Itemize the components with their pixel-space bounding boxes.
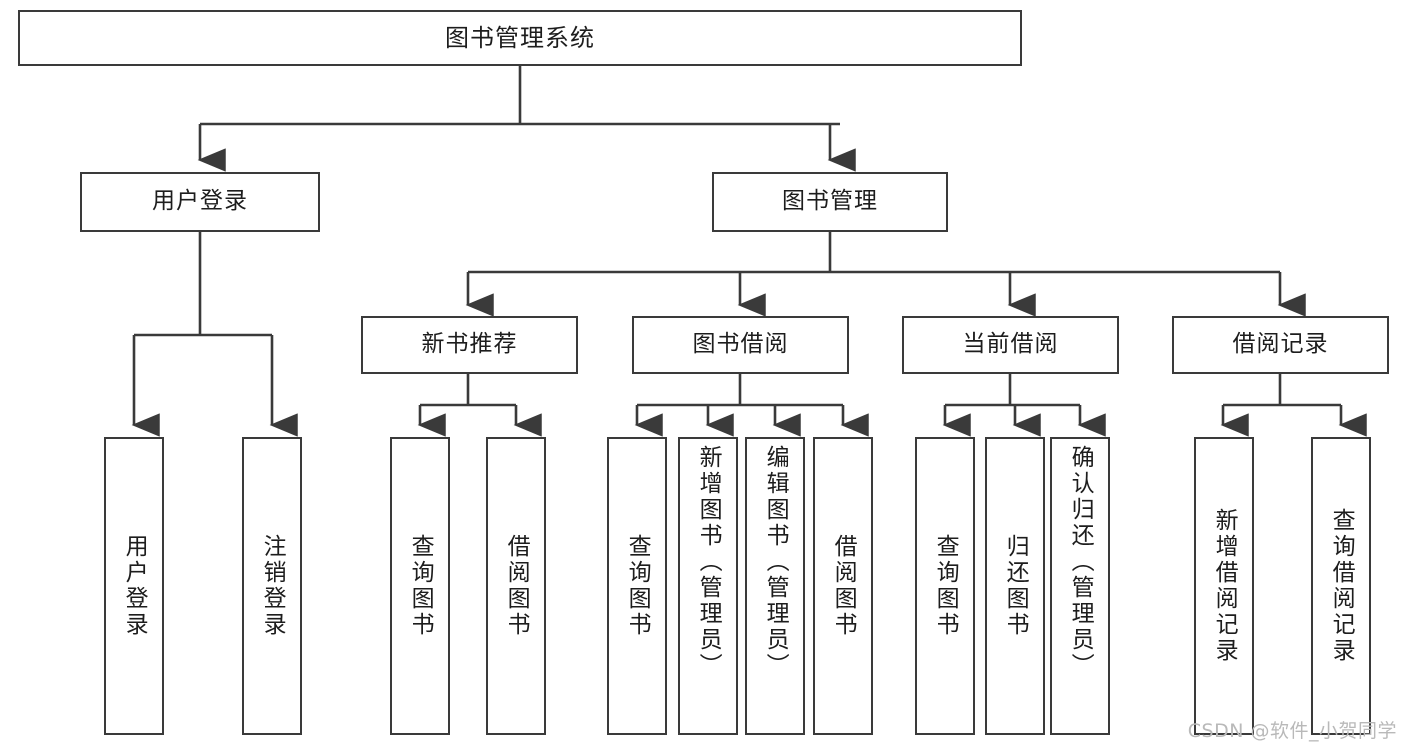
node-root-book-management-system[interactable]: 图书管理系统 [18,10,1022,66]
leaf-query-book-recommend[interactable]: 查询图书 [390,437,450,735]
node-label: 查询图书 [932,534,959,638]
node-label: 借阅图书 [503,534,530,638]
node-label: 图书管理 [782,188,878,215]
leaf-return-book[interactable]: 归还图书 [985,437,1045,735]
watermark: CSDN @软件_小贺同学 [1187,720,1397,742]
node-current-borrow[interactable]: 当前借阅 [902,316,1119,374]
node-book-manage[interactable]: 图书管理 [712,172,948,232]
node-label: 借阅图书 [830,534,857,638]
node-label: 查询图书 [407,534,434,638]
node-new-book-recommend[interactable]: 新书推荐 [361,316,578,374]
node-label: 用户登录 [152,188,248,215]
leaf-query-book-current[interactable]: 查询图书 [915,437,975,735]
node-label: 新增图书（管理员） [695,445,722,679]
leaf-query-book-borrow[interactable]: 查询图书 [607,437,667,735]
node-label: 编辑图书（管理员） [762,445,789,679]
node-label: 图书管理系统 [445,23,595,52]
node-label: 查询借阅记录 [1328,508,1355,664]
leaf-add-book-admin[interactable]: 新增图书（管理员） [678,437,738,735]
node-label: 归还图书 [1002,534,1029,638]
node-label: 图书借阅 [692,331,789,358]
node-user-login[interactable]: 用户登录 [80,172,320,232]
leaf-borrow-book-recommend[interactable]: 借阅图书 [486,437,546,735]
leaf-edit-book-admin[interactable]: 编辑图书（管理员） [745,437,805,735]
leaf-add-borrow-record[interactable]: 新增借阅记录 [1194,437,1254,735]
leaf-borrow-book-borrow[interactable]: 借阅图书 [813,437,873,735]
leaf-confirm-return-admin[interactable]: 确认归还（管理员） [1050,437,1110,735]
leaf-query-borrow-record[interactable]: 查询借阅记录 [1311,437,1371,735]
node-label: 当前借阅 [962,331,1059,358]
leaf-user-login[interactable]: 用户登录 [104,437,164,735]
node-label: 用户登录 [121,534,148,638]
node-book-borrow[interactable]: 图书借阅 [632,316,849,374]
node-label: 查询图书 [624,534,651,638]
node-label: 新书推荐 [421,331,518,358]
leaf-user-logout[interactable]: 注销登录 [242,437,302,735]
node-borrow-record[interactable]: 借阅记录 [1172,316,1389,374]
node-label: 新增借阅记录 [1211,508,1238,664]
node-label: 借阅记录 [1232,331,1329,358]
node-label: 注销登录 [259,534,286,638]
node-label: 确认归还（管理员） [1067,445,1094,679]
